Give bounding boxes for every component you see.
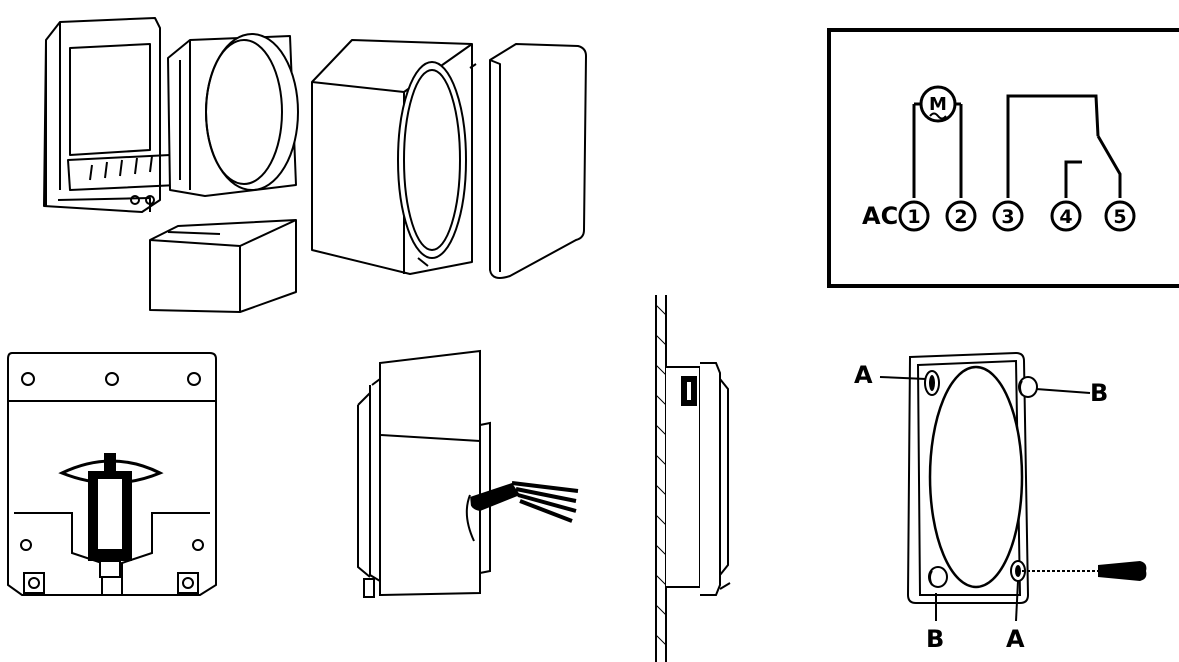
wall-mount-side-diagram xyxy=(655,295,731,662)
svg-text:3: 3 xyxy=(1001,206,1014,228)
terminal-1: 1 xyxy=(898,200,930,232)
wire-bundle xyxy=(465,481,579,542)
terminal-cover-part xyxy=(149,219,297,313)
label-a-top: A xyxy=(854,361,873,389)
housing-box-part xyxy=(311,39,477,275)
screw-b-top xyxy=(1018,376,1038,398)
din-clip xyxy=(88,453,132,578)
label-b-top: B xyxy=(1090,379,1108,407)
svg-text:5: 5 xyxy=(1113,206,1126,228)
svg-text:4: 4 xyxy=(1059,206,1072,228)
svg-text:1: 1 xyxy=(907,206,920,228)
screw-b-bottom xyxy=(928,566,948,588)
screw-a-top xyxy=(924,370,940,396)
wiring-diagram-frame xyxy=(827,28,1179,288)
ac-supply-label: AC xyxy=(862,202,898,230)
clock-movement-part xyxy=(167,33,299,197)
svg-text:M: M xyxy=(929,94,947,115)
terminal-2: 2 xyxy=(945,200,977,232)
label-b-bottom: B xyxy=(926,625,944,653)
terminal-5: 5 xyxy=(1104,200,1136,232)
terminal-3: 3 xyxy=(992,200,1024,232)
svg-text:2: 2 xyxy=(954,206,967,228)
screwdriver-icon xyxy=(1022,561,1147,581)
terminal-4: 4 xyxy=(1050,200,1082,232)
motor-symbol: M xyxy=(919,85,957,123)
exploded-assembly-diagram xyxy=(43,17,587,313)
base-frame-part xyxy=(43,17,179,213)
mounting-screws-diagram: A B B A xyxy=(854,351,1147,653)
wiring-diagram: M AC 1 2 3 4 5 xyxy=(827,28,1179,288)
label-a-bottom: A xyxy=(1006,625,1025,653)
front-cover-part xyxy=(489,43,587,279)
back-view-din-clip-diagram xyxy=(7,352,217,596)
side-view-wiring-diagram xyxy=(357,349,579,598)
